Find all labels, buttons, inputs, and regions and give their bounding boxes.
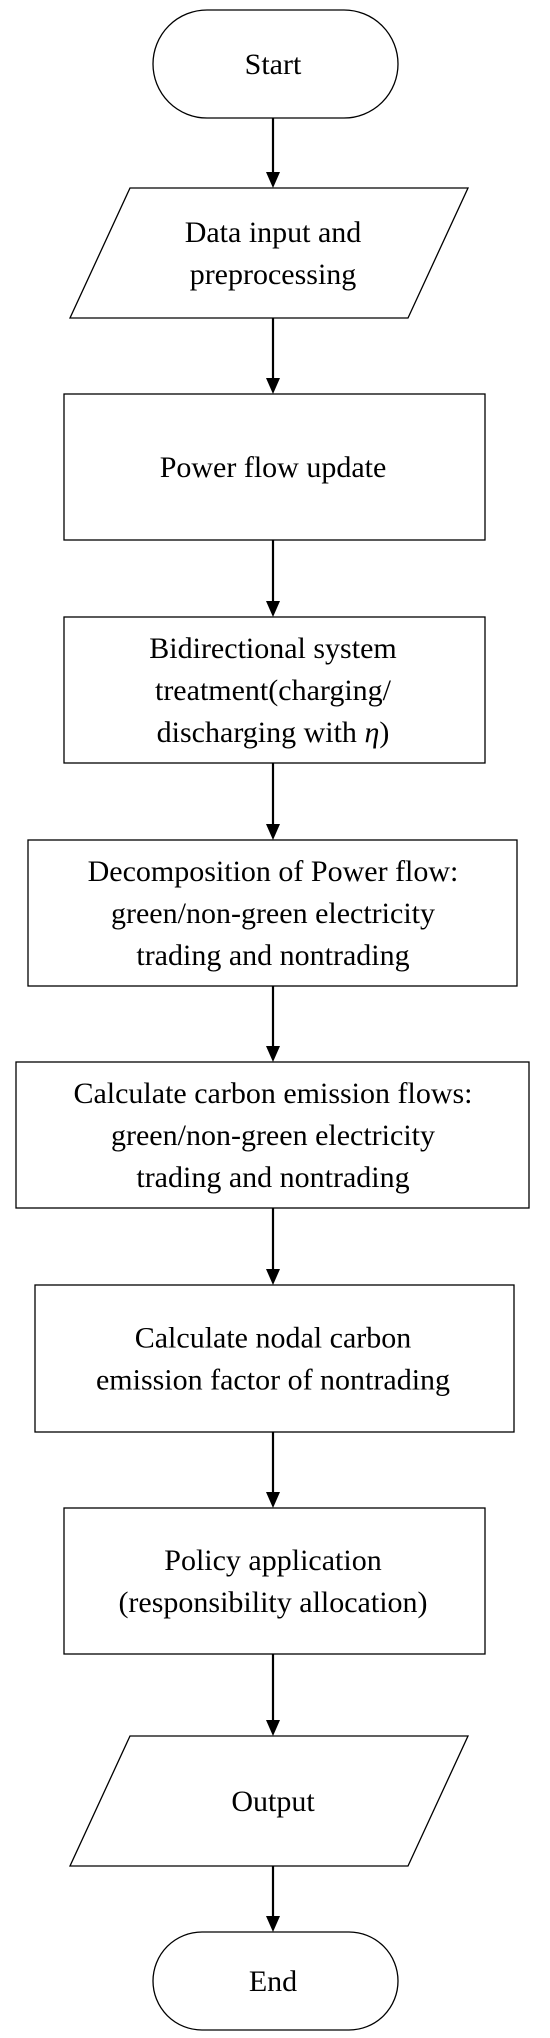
node-label-line: preprocessing [190, 258, 357, 291]
arrow-output-to-end [266, 1866, 280, 1932]
node-policy: Policy application (responsibility alloca… [63, 1507, 486, 1655]
node-carbon-flows: Calculate carbon emission flows: green/no… [15, 1061, 530, 1209]
node-end: End [152, 1931, 399, 2031]
arrow-nodal-factor-to-policy [266, 1432, 280, 1508]
node-label-line: green/non-green electricity [111, 1119, 435, 1152]
eta-symbol: η [364, 716, 379, 749]
arrow-start-to-data-input [266, 118, 280, 188]
terminal-shape [152, 1931, 399, 2031]
process-shape [63, 616, 486, 764]
node-label-line: trading and nontrading [136, 1161, 409, 1194]
process-shape [63, 393, 486, 541]
arrow-policy-to-output [266, 1654, 280, 1736]
node-label-line: Start [245, 48, 302, 81]
node-label-line: trading and nontrading [136, 939, 409, 972]
node-label-line: Decomposition of Power flow: [88, 855, 459, 888]
label-span: discharging with [157, 716, 365, 749]
node-power-flow-update: Power flow update [63, 393, 486, 541]
node-nodal-factor: Calculate nodal carbon emission factor of… [34, 1284, 515, 1433]
process-shape [27, 839, 518, 987]
arrowhead-icon [266, 1916, 280, 1932]
node-label-line: Policy application [164, 1544, 381, 1577]
node-label-line: treatment(charging/ [155, 674, 392, 707]
node-label-line: Calculate nodal carbon [135, 1322, 412, 1355]
node-label-line: emission factor of nontrading [96, 1364, 450, 1397]
node-label-line: Power flow update [160, 451, 387, 484]
node-label-line: green/non-green electricity [111, 897, 435, 930]
arrowhead-icon [266, 1492, 280, 1508]
node-label-line: discharging with η) [157, 716, 390, 749]
arrow-data-input-to-power-flow-update [266, 318, 280, 394]
arrowhead-icon [266, 378, 280, 394]
terminal-shape [152, 9, 399, 119]
arrowhead-icon [266, 1720, 280, 1736]
node-data-input: Data input and preprocessing [68, 187, 470, 319]
arrow-bidirectional-to-decomposition [266, 763, 280, 840]
node-label-line: Calculate carbon emission flows: [73, 1077, 472, 1110]
process-shape [63, 1507, 486, 1655]
node-output: Output [68, 1735, 470, 1867]
node-label-line: Data input and [185, 216, 362, 249]
io-shape [68, 1735, 470, 1867]
arrowhead-icon [266, 824, 280, 840]
node-decomposition: Decomposition of Power flow: green/non-gr… [27, 839, 518, 987]
arrow-carbon-flows-to-nodal-factor [266, 1208, 280, 1285]
arrowhead-icon [266, 172, 280, 188]
label-span: ) [379, 716, 389, 749]
node-start: Start [152, 9, 399, 119]
io-shape [68, 187, 470, 319]
arrow-power-flow-update-to-bidirectional [266, 540, 280, 617]
arrowhead-icon [266, 1269, 280, 1285]
arrow-decomposition-to-carbon-flows [266, 986, 280, 1062]
process-shape [34, 1284, 515, 1433]
node-label-line: End [249, 1965, 297, 1998]
arrowhead-icon [266, 1046, 280, 1062]
node-label-line: Output [231, 1785, 315, 1818]
node-label-line: Bidirectional system [149, 632, 396, 665]
arrowhead-icon [266, 601, 280, 617]
process-shape [15, 1061, 530, 1209]
flowchart-edges [266, 118, 280, 1932]
node-label-line: (responsibility allocation) [118, 1586, 427, 1619]
node-bidirectional: Bidirectional system treatment(charging/d… [63, 616, 486, 764]
